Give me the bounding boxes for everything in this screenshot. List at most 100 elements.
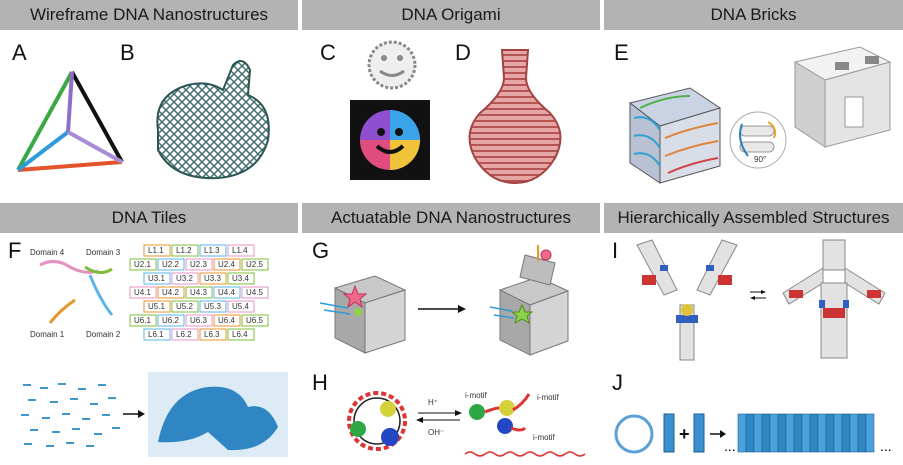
panel-label-g: G xyxy=(312,238,330,263)
tetrahedron-wireframe-image xyxy=(16,71,124,172)
tile-box xyxy=(157,258,185,271)
imotif-label-3: i-motif xyxy=(533,433,556,442)
bunny-mesh-image xyxy=(156,60,270,180)
domain-4-label: Domain 4 xyxy=(30,248,65,257)
tile-box xyxy=(213,314,241,327)
tile-box xyxy=(213,258,241,271)
tile-label: U6.3 xyxy=(190,316,207,325)
panel-label-e: E xyxy=(614,40,629,65)
tile-label: U6.2 xyxy=(162,316,179,325)
tile-label: U5.1 xyxy=(148,302,165,311)
tile-box xyxy=(185,286,213,299)
imotif-image: i-motif i-motif i-motif xyxy=(464,391,586,457)
tile-box xyxy=(241,314,269,327)
oh-minus-label: OH⁻ xyxy=(428,428,444,437)
tiles-arrow xyxy=(123,410,145,418)
tile-label: U3.4 xyxy=(232,274,249,283)
dna-ring-image xyxy=(347,391,407,451)
tile-box xyxy=(129,286,157,299)
domain-1-label: Domain 1 xyxy=(30,330,65,339)
panel-label-b: B xyxy=(120,40,135,65)
tile-box xyxy=(143,328,171,341)
tile-label: L1.2 xyxy=(176,246,192,255)
h-plus-label: H⁺ xyxy=(428,398,438,407)
tile-label: U5.4 xyxy=(232,302,249,311)
assembled-band-image xyxy=(737,413,875,453)
tile-label: U3.1 xyxy=(148,274,165,283)
domain-2-label: Domain 2 xyxy=(86,330,121,339)
band-segment xyxy=(865,413,875,453)
tile-box xyxy=(227,272,255,285)
domain-3-label: Domain 3 xyxy=(86,248,121,257)
band-segment xyxy=(745,413,755,453)
tile-box xyxy=(241,258,269,271)
tile-box xyxy=(227,328,255,341)
panel-label-d: D xyxy=(455,40,471,65)
tile-label: L6.2 xyxy=(176,330,192,339)
band-segment xyxy=(817,413,827,453)
panel-label-a: A xyxy=(12,40,27,65)
band-segment xyxy=(833,413,843,453)
band-segment xyxy=(769,413,779,453)
brick-cube-image xyxy=(628,87,722,184)
actuation-arrow xyxy=(418,305,466,313)
imotif-label-2: i-motif xyxy=(537,393,560,402)
tile-label: U4.1 xyxy=(134,288,151,297)
panel-label-c: C xyxy=(320,40,336,65)
tile-label: U4.2 xyxy=(162,288,179,297)
section-header-actuatable: Actuatable DNA Nanostructures xyxy=(302,203,600,233)
tile-label: L6.3 xyxy=(204,330,220,339)
tile-box xyxy=(143,272,171,285)
band-segment xyxy=(825,413,835,453)
tile-label: L1.3 xyxy=(204,246,220,255)
tile-box xyxy=(129,314,157,327)
tile-label: U6.5 xyxy=(246,316,263,325)
tile-box xyxy=(157,314,185,327)
tile-box xyxy=(213,286,241,299)
ring-unit-image xyxy=(614,414,654,454)
tile-domains-image: Domain 4 Domain 3 Domain 1 Domain 2 xyxy=(30,248,121,339)
tile-box xyxy=(171,244,199,257)
vase-origami-image xyxy=(468,49,562,185)
panel-label-h: H xyxy=(312,370,328,395)
section-header-bricks: DNA Bricks xyxy=(604,0,903,30)
band-segment xyxy=(761,413,771,453)
tile-label: U5.2 xyxy=(176,302,193,311)
tile-label: L6.1 xyxy=(148,330,164,339)
tiles-scattered-image xyxy=(21,383,120,447)
tile-label: U6.1 xyxy=(134,316,151,325)
band-segment xyxy=(777,413,787,453)
band-segment xyxy=(753,413,763,453)
tile-box xyxy=(227,300,255,313)
section-header-wireframe: Wireframe DNA Nanostructures xyxy=(0,0,298,30)
panel-label-f: F xyxy=(8,238,22,263)
tile-box xyxy=(227,244,255,257)
tile-label: U5.3 xyxy=(204,302,221,311)
band-segment xyxy=(785,413,795,453)
tile-box xyxy=(185,258,213,271)
tile-label: U4.3 xyxy=(190,288,207,297)
tile-label: U2.2 xyxy=(162,260,179,269)
tile-box xyxy=(171,300,199,313)
tile-label: U6.4 xyxy=(218,316,235,325)
brick-angle-inset: 90° xyxy=(729,111,787,169)
band-segment xyxy=(793,413,803,453)
band-segment xyxy=(857,413,867,453)
tile-box xyxy=(199,272,227,285)
tile-label: U2.5 xyxy=(246,260,263,269)
svg-text:+: + xyxy=(679,424,690,444)
band-segment xyxy=(809,413,819,453)
section-header-origami: DNA Origami xyxy=(302,0,600,30)
angle-label: 90° xyxy=(754,155,766,164)
tile-box xyxy=(143,300,171,313)
band-segment xyxy=(841,413,851,453)
smiley-origami-image xyxy=(350,40,430,180)
actuatable-box-closed xyxy=(319,275,407,354)
tile-box xyxy=(129,258,157,271)
tile-box xyxy=(171,272,199,285)
tile-label: U2.1 xyxy=(134,260,151,269)
tile-box xyxy=(171,328,199,341)
brick-shape-image xyxy=(793,46,892,148)
hierarchical-assembled-image xyxy=(782,239,886,359)
